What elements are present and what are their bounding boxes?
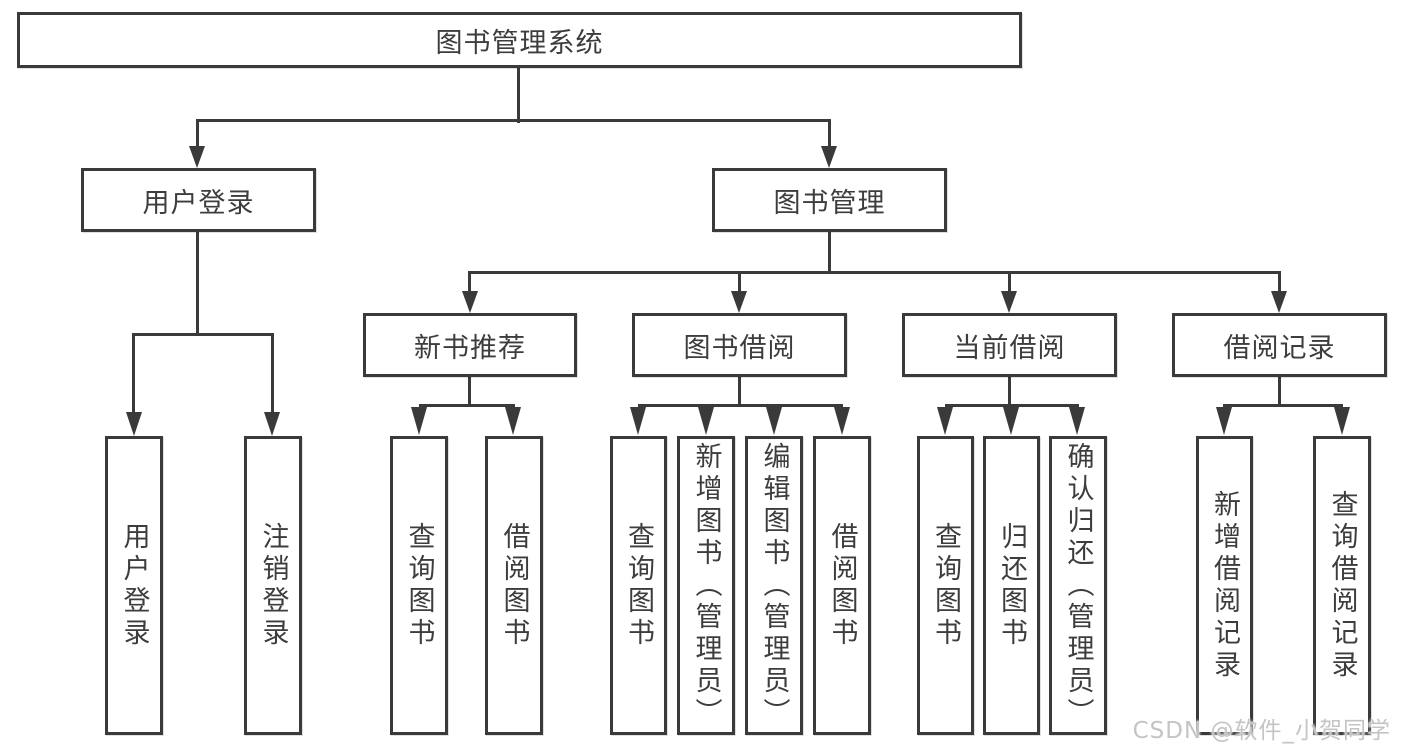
- node-user-login: 用户登录: [81, 168, 316, 232]
- leaf-bb-query-books-label: 查询图书: [623, 521, 654, 650]
- connector-group4-hline: [1223, 404, 1343, 407]
- leaf-br-add-record-label: 新增借阅记录: [1209, 489, 1240, 682]
- arrow-down-icon: [766, 407, 782, 435]
- node-borrowing-records: 借阅记录: [1172, 313, 1387, 377]
- arrow-down-icon: [1216, 407, 1232, 435]
- leaf-logout: 注销登录: [244, 436, 302, 735]
- connector-drop-current-borrowing: [1008, 271, 1011, 293]
- connector-group4-stem: [1278, 377, 1281, 407]
- node-new-book-recommend-label: 新书推荐: [414, 332, 526, 364]
- arrow-down-icon: [834, 407, 850, 435]
- connector-drop-user-login: [196, 119, 199, 148]
- arrow-down-icon: [1271, 291, 1287, 313]
- arrow-down-icon: [1001, 291, 1017, 313]
- leaf-bb-edit-books: 编辑图书（管理员）: [745, 436, 803, 735]
- leaf-cb-confirm-return: 确认归还（管理员）: [1049, 436, 1107, 735]
- leaf-cb-query-books: 查询图书: [917, 436, 974, 735]
- leaf-logout-label: 注销登录: [257, 521, 289, 650]
- leaf-cb-return-books: 归还图书: [983, 436, 1040, 735]
- arrow-down-icon: [821, 146, 837, 168]
- leaf-cb-query-books-label: 查询图书: [930, 521, 961, 650]
- leaf-br-add-record: 新增借阅记录: [1196, 436, 1253, 735]
- node-borrowing-records-label: 借阅记录: [1223, 332, 1336, 364]
- leaf-bb-add-books: 新增图书（管理员）: [677, 436, 735, 735]
- leaf-bb-borrow-books-label: 借阅图书: [826, 521, 858, 650]
- connector-group2-stem: [738, 377, 741, 407]
- watermark: CSDN @软件_小贺同学: [1132, 718, 1391, 744]
- connector-root-stem: [517, 68, 520, 123]
- arrow-down-icon: [698, 407, 714, 435]
- connector-user-login-stem: [196, 232, 199, 336]
- connector-drop-book-borrowing: [738, 271, 741, 293]
- node-book-borrowing-label: 图书借阅: [683, 332, 796, 364]
- connector-group3-hline: [945, 404, 1079, 407]
- arrow-down-icon: [126, 412, 142, 436]
- arrow-down-icon: [630, 407, 646, 435]
- connector-drop-new-book-recommend: [468, 271, 471, 293]
- connector-book-management-stem: [828, 232, 831, 274]
- node-root-label: 图书管理系统: [435, 27, 604, 59]
- leaf-cb-confirm-return-label: 确认归还（管理员）: [1062, 441, 1094, 730]
- leaf-nb-borrow-books-label: 借阅图书: [498, 521, 530, 650]
- connector-level1-hline: [197, 119, 830, 122]
- arrow-down-icon: [937, 407, 953, 435]
- node-new-book-recommend: 新书推荐: [363, 313, 577, 377]
- leaf-nb-query-books: 查询图书: [390, 436, 448, 735]
- node-user-login-label: 用户登录: [142, 187, 255, 219]
- arrow-down-icon: [189, 146, 205, 168]
- node-current-borrowing: 当前借阅: [902, 313, 1117, 377]
- arrow-down-icon: [264, 412, 280, 436]
- node-root: 图书管理系统: [17, 12, 1022, 68]
- leaf-bb-borrow-books: 借阅图书: [813, 436, 871, 735]
- arrow-down-icon: [1334, 407, 1350, 435]
- arrow-down-icon: [1069, 407, 1085, 435]
- leaf-bb-edit-books-label: 编辑图书（管理员）: [758, 441, 790, 730]
- node-book-management-label: 图书管理: [773, 187, 886, 219]
- arrow-down-icon: [505, 407, 521, 435]
- arrow-down-icon: [1003, 407, 1019, 435]
- connector-drop-book-management: [828, 119, 831, 148]
- arrow-down-icon: [462, 291, 478, 313]
- leaf-br-query-record: 查询借阅记录: [1313, 436, 1371, 735]
- leaf-user-login-label: 用户登录: [118, 521, 150, 650]
- arrow-down-icon: [731, 291, 747, 313]
- connector-group1-hline: [419, 404, 515, 407]
- arrow-down-icon: [411, 407, 427, 435]
- leaf-cb-return-books-label: 归还图书: [996, 521, 1027, 650]
- leaf-bb-add-books-label: 新增图书（管理员）: [690, 441, 722, 730]
- leaf-nb-query-books-label: 查询图书: [403, 521, 435, 650]
- connector-group1-stem: [468, 377, 471, 407]
- leaf-nb-borrow-books: 借阅图书: [485, 436, 543, 735]
- connector-user-login-hline: [133, 333, 273, 336]
- leaf-user-login: 用户登录: [105, 436, 163, 735]
- connector-drop-borrowing-records: [1278, 271, 1281, 293]
- connector-drop-leaf-user-login: [132, 333, 135, 413]
- connector-level2-hline: [469, 271, 1281, 274]
- connector-group2-hline: [638, 404, 843, 407]
- connector-group3-stem: [1008, 377, 1011, 407]
- connector-drop-leaf-logout: [271, 333, 274, 413]
- node-book-management: 图书管理: [712, 168, 947, 232]
- node-current-borrowing-label: 当前借阅: [953, 332, 1066, 364]
- leaf-br-query-record-label: 查询借阅记录: [1326, 489, 1358, 682]
- leaf-bb-query-books: 查询图书: [610, 436, 667, 735]
- node-book-borrowing: 图书借阅: [632, 313, 847, 377]
